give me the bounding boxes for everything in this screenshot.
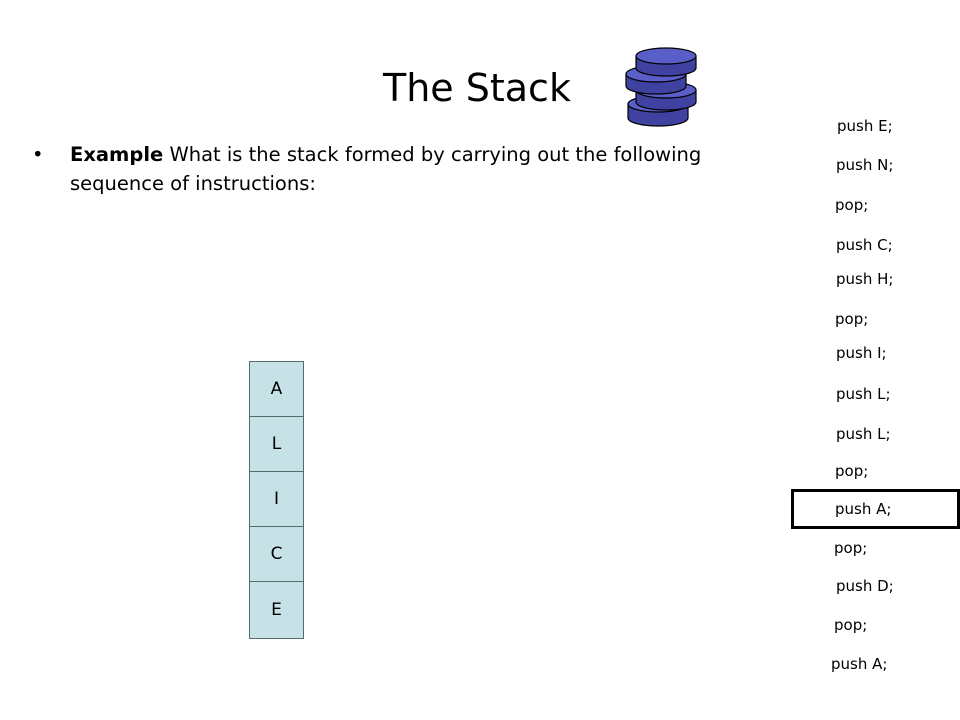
instruction-item: pop; (834, 616, 868, 634)
instruction-item: push A; (831, 655, 888, 673)
instruction-item-highlighted: push A; (835, 500, 892, 518)
stack-cell: E (271, 599, 282, 620)
bullet-text: Example What is the stack formed by carr… (70, 140, 730, 198)
instruction-item: pop; (835, 462, 869, 480)
instruction-item: push N; (836, 156, 894, 174)
bullet-body: What is the stack formed by carrying out… (70, 143, 702, 195)
stack-cell: I (250, 472, 303, 527)
instruction-item: pop; (834, 539, 868, 557)
stack-cell: L (250, 417, 303, 472)
instruction-item: push C; (836, 236, 893, 254)
instruction-item: push L; (836, 385, 891, 403)
instruction-item: pop; (835, 196, 869, 214)
stack-cell: C (250, 527, 303, 582)
instruction-item: push L; (836, 425, 891, 443)
instruction-item: push H; (836, 270, 894, 288)
bullet-bold-label: Example (70, 143, 164, 166)
instruction-item: push I; (836, 344, 887, 362)
stack-cell: A (250, 362, 303, 417)
current-instruction-highlight (791, 489, 960, 529)
instruction-item: push D; (836, 577, 894, 595)
stack-of-discs-icon (625, 47, 697, 127)
instruction-item: pop; (835, 310, 869, 328)
bullet-dot: • (32, 143, 44, 166)
slide-title: The Stack (383, 66, 571, 110)
stack-diagram: A L I C E (249, 361, 304, 639)
instruction-item: push E; (837, 117, 893, 135)
